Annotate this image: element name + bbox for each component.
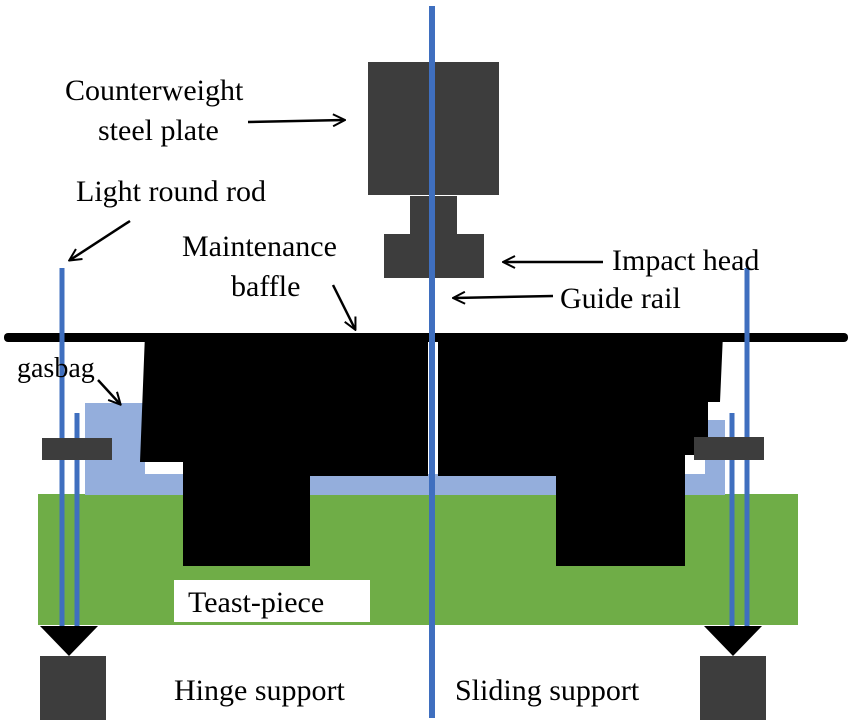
baffle-top-line	[4, 333, 848, 342]
maintenance-baffle-left	[140, 334, 428, 566]
hinge-support-triangle	[40, 626, 98, 656]
maintenance-baffle-right	[438, 334, 723, 566]
counterweight-label-line2: steel plate	[98, 114, 219, 147]
maintenance-baffle-label-line2: baffle	[231, 270, 300, 303]
gasbag-arrow	[97, 379, 120, 404]
collar-left	[42, 438, 112, 460]
collar-right	[694, 437, 764, 460]
light-round-rod-label: Light round rod	[76, 175, 266, 208]
hinge-support-block	[40, 656, 106, 720]
guide-rail-label: Guide rail	[560, 282, 681, 315]
sliding-support-label: Sliding support	[455, 674, 640, 707]
impact-head-label: Impact head	[612, 244, 759, 277]
guide-rail-arrow	[454, 296, 554, 298]
maintenance-baffle-arrow	[331, 284, 355, 329]
counterweight-label-line1: Counterweight	[65, 74, 244, 107]
sliding-support-block	[700, 656, 766, 720]
hinge-support-label: Hinge support	[174, 674, 345, 707]
test-piece-label: Teast-piece	[188, 586, 324, 619]
light-round-rod-arrow	[70, 219, 131, 260]
sliding-support-triangle	[704, 626, 762, 656]
test-piece-label-box	[174, 580, 370, 622]
counterweight-arrow	[247, 120, 344, 122]
maintenance-baffle-label-line1: Maintenance	[182, 230, 337, 263]
gasbag-label: gasbag	[17, 353, 95, 384]
